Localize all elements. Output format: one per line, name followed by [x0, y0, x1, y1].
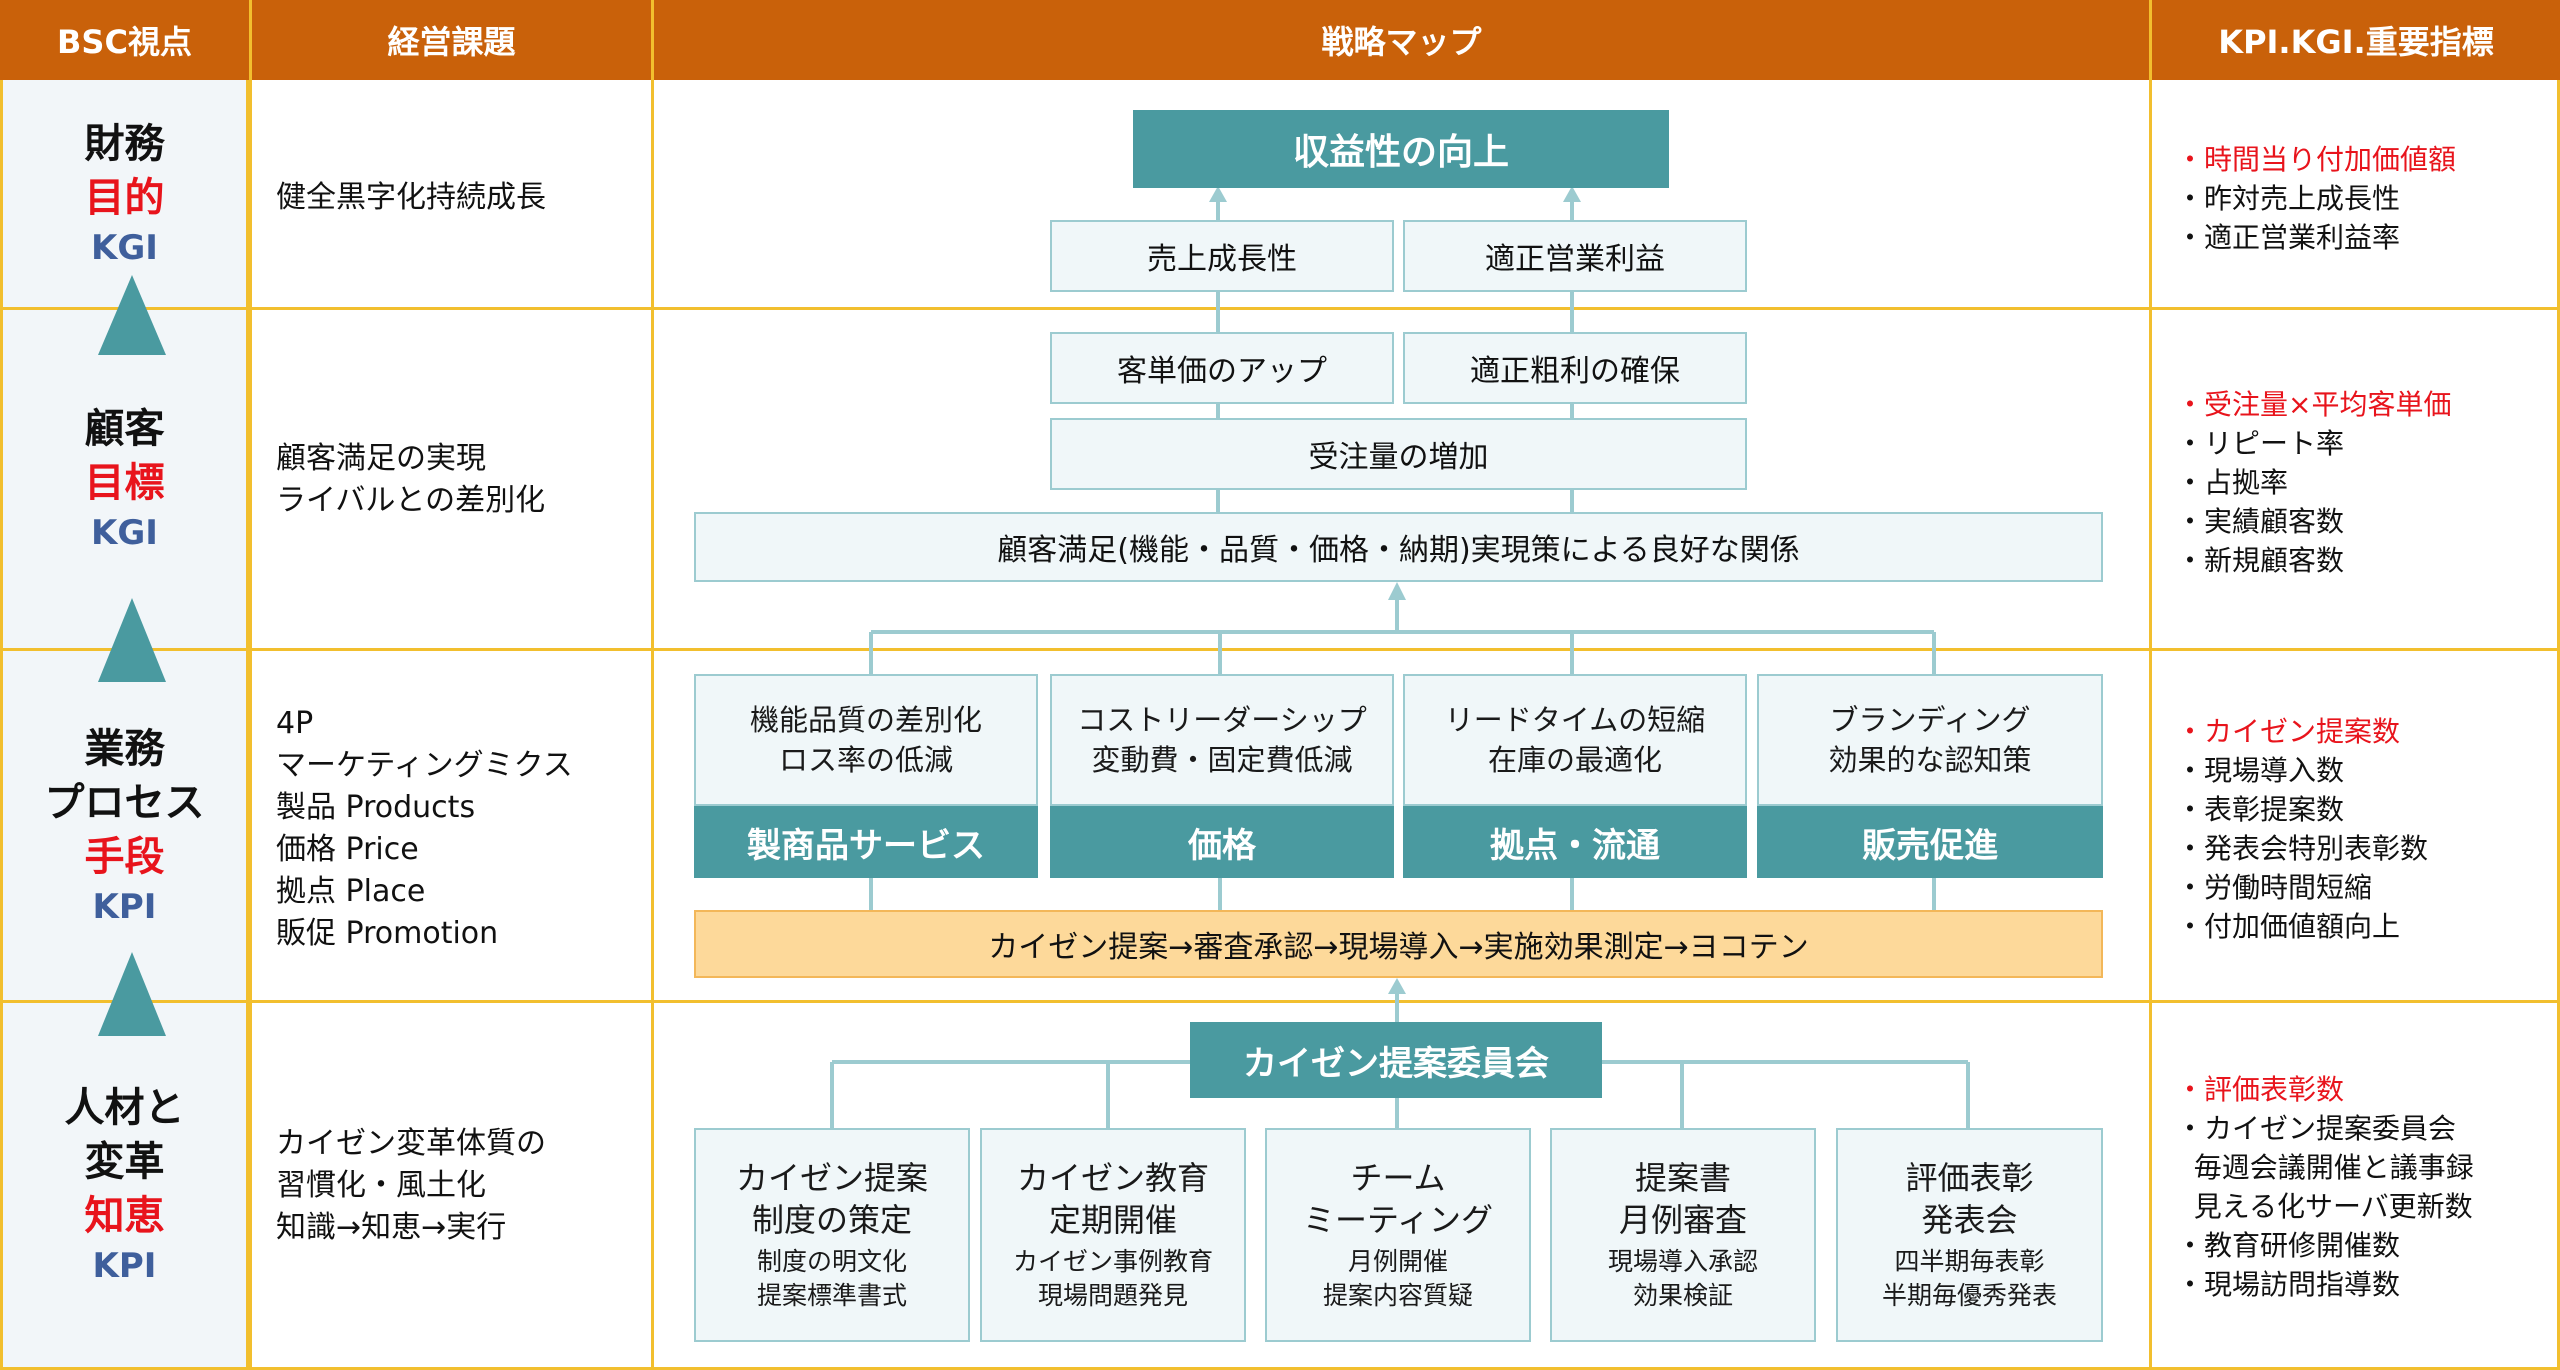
map-unit-price: 客単価のアップ — [1050, 332, 1394, 404]
kpi-list-financial: ・時間当り付加価値額 ・昨対売上成長性 ・適正営業利益率 — [2176, 140, 2546, 257]
kpi-list-business-process: ・カイゼン提案数 ・現場導入数 ・表彰提案数 ・発表会特別表彰数 ・労働時間短縮… — [2176, 712, 2546, 946]
mix-description: リードタイムの短縮 在庫の最適化 — [1403, 674, 1747, 806]
perspective-financial: 財務 目的 KGI — [3, 80, 249, 307]
activity-title: 評価表彰 発表会 — [1905, 1159, 2034, 1239]
column-divider — [249, 80, 252, 1370]
perspective-role: 手段 — [84, 833, 165, 880]
perspective-role: 目標 — [84, 460, 165, 506]
arrow-up-icon — [1388, 978, 1406, 994]
column-divider — [651, 80, 654, 1370]
activity-monthly-review: 提案書 月例審査 現場導入承認 効果検証 — [1550, 1128, 1816, 1342]
perspective-name: 業務 プロセス — [44, 725, 205, 826]
mix-product-service: 機能品質の差別化 ロス率の低減 製商品サービス — [694, 674, 1038, 878]
mix-price: コストリーダーシップ 変動費・固定費低減 価格 — [1050, 674, 1394, 878]
kpi-item: ・カイゼン提案数 — [2176, 715, 2401, 748]
map-operating-profit: 適正営業利益 — [1403, 220, 1747, 292]
up-triangle-icon — [98, 275, 166, 355]
row-divider — [0, 648, 2560, 651]
mix-description: 機能品質の差別化 ロス率の低減 — [694, 674, 1038, 806]
activity-detail: 四半期毎表彰 半期毎優秀発表 — [1881, 1247, 2057, 1310]
column-divider — [2149, 80, 2152, 1370]
kpi-list-learning-growth: ・評価表彰数 ・カイゼン提案委員会 毎週会議開催と議事録 見える化サーバ更新数 … — [2176, 1070, 2546, 1304]
activity-title: チーム ミーティング — [1302, 1159, 1494, 1239]
perspective-name: 人材と 変革 — [64, 1085, 185, 1185]
kaizen-flow-band: カイゼン提案→審査承認→現場導入→実施効果測定→ヨコテン — [694, 910, 2103, 978]
kpi-item: ・教育研修開催数 — [2176, 1229, 2401, 1262]
up-triangle-icon — [98, 952, 166, 1036]
perspective-name: 顧客 — [84, 406, 165, 452]
table-frame — [0, 80, 2560, 1370]
activity-detail: 月例開催 提案内容質疑 — [1322, 1247, 1473, 1310]
mix-description: コストリーダーシップ 変動費・固定費低減 — [1050, 674, 1394, 806]
mix-description: ブランディング 効果的な認知策 — [1757, 674, 2103, 806]
perspective-learning-growth: 人材と 変革 知恵 KPI — [3, 1003, 249, 1367]
row-divider — [0, 1000, 2560, 1003]
up-triangle-icon — [98, 598, 166, 682]
kpi-item: ・実績顧客数 — [2176, 505, 2345, 538]
activity-award: 評価表彰 発表会 四半期毎表彰 半期毎優秀発表 — [1836, 1128, 2103, 1342]
issues-financial: 健全黒字化持続成長 — [276, 180, 546, 215]
kpi-item: ・現場導入数 — [2176, 754, 2345, 787]
activity-title: カイゼン教育 定期開催 — [1016, 1159, 1209, 1239]
activity-detail: 制度の明文化 提案標準書式 — [756, 1247, 907, 1310]
issues-customer: 顧客満足の実現 ライバルとの差別化 — [276, 441, 546, 518]
perspective-role: 目的 — [84, 174, 165, 221]
arrow-up-icon — [1388, 582, 1406, 600]
kpi-item: ・時間当り付加価値額 — [2176, 143, 2457, 176]
kpi-list-customer: ・受注量×平均客単価 ・リピート率 ・占拠率 ・実績顧客数 ・新規顧客数 — [2176, 385, 2546, 580]
kpi-item: ・現場訪問指導数 — [2176, 1268, 2401, 1301]
perspective-name: 財務 — [84, 120, 165, 167]
header-management-issues: 経営課題 — [252, 0, 654, 80]
arrow-up-icon — [1209, 186, 1227, 202]
mix-label: 製商品サービス — [694, 806, 1038, 878]
header-bsc-perspective: BSC視点 — [0, 0, 252, 80]
kpi-item: ・発表会特別表彰数 — [2176, 832, 2429, 865]
perspective-customer: 顧客 目標 KGI — [3, 310, 249, 648]
mix-label: 拠点・流通 — [1403, 806, 1747, 878]
kpi-item: 見える化サーバ更新数 — [2176, 1190, 2473, 1223]
perspective-business-process: 業務 プロセス 手段 KPI — [3, 651, 249, 1000]
map-sales-growth: 売上成長性 — [1050, 220, 1394, 292]
kpi-item: ・リピート率 — [2176, 427, 2345, 460]
map-profitability: 収益性の向上 — [1133, 110, 1669, 188]
mix-label: 販売促進 — [1757, 806, 2103, 878]
kpi-item: ・適正営業利益率 — [2176, 221, 2401, 254]
map-customer-relation: 顧客満足(機能・品質・価格・納期)実現策による良好な関係 — [694, 512, 2103, 582]
arrow-up-icon — [1563, 186, 1581, 202]
map-gross-profit: 適正粗利の確保 — [1403, 332, 1747, 404]
kpi-item: ・評価表彰数 — [2176, 1073, 2345, 1106]
perspective-role: 知恵 — [84, 1193, 165, 1239]
header-strategy-map: 戦略マップ — [654, 0, 2152, 80]
kpi-item: ・占拠率 — [2176, 466, 2289, 499]
map-order-volume: 受注量の増加 — [1050, 418, 1747, 490]
header-kpi-kgi: KPI.KGI.重要指標 — [2152, 0, 2560, 80]
mix-promotion: ブランディング 効果的な認知策 販売促進 — [1757, 674, 2103, 878]
activity-detail: 現場導入承認 効果検証 — [1607, 1247, 1758, 1310]
kpi-item: ・付加価値額向上 — [2176, 910, 2401, 943]
perspective-metric: KPI — [92, 886, 157, 927]
activity-team-meeting: チーム ミーティング 月例開催 提案内容質疑 — [1265, 1128, 1531, 1342]
perspective-metric: KGI — [91, 227, 158, 268]
activity-policy: カイゼン提案 制度の策定 制度の明文化 提案標準書式 — [694, 1128, 970, 1342]
perspective-metric: KPI — [92, 1246, 157, 1286]
issues-business-process: 4P マーケティングミクス 製品 Products 価格 Price 拠点 Pl… — [276, 706, 573, 951]
kpi-item: ・表彰提案数 — [2176, 793, 2345, 826]
perspective-metric: KGI — [91, 513, 158, 553]
kpi-item: ・昨対売上成長性 — [2176, 182, 2401, 215]
mix-place: リードタイムの短縮 在庫の最適化 拠点・流通 — [1403, 674, 1747, 878]
activity-title: 提案書 月例審査 — [1618, 1159, 1747, 1239]
kaizen-committee: カイゼン提案委員会 — [1190, 1022, 1602, 1098]
kpi-item: ・労働時間短縮 — [2176, 871, 2373, 904]
activity-education: カイゼン教育 定期開催 カイゼン事例教育 現場問題発見 — [980, 1128, 1246, 1342]
activity-title: カイゼン提案 制度の策定 — [735, 1159, 928, 1239]
kpi-item: ・新規顧客数 — [2176, 544, 2345, 577]
mix-label: 価格 — [1050, 806, 1394, 878]
activity-detail: カイゼン事例教育 現場問題発見 — [1012, 1247, 1213, 1310]
issues-learning-growth: カイゼン変革体質の 習慣化・風土化 知識→知恵→実行 — [276, 1126, 546, 1245]
kpi-item: ・カイゼン提案委員会 — [2176, 1112, 2457, 1145]
row-divider — [0, 307, 2560, 310]
kpi-item: 毎週会議開催と議事録 — [2176, 1151, 2474, 1184]
kpi-item: ・受注量×平均客単価 — [2176, 388, 2452, 421]
